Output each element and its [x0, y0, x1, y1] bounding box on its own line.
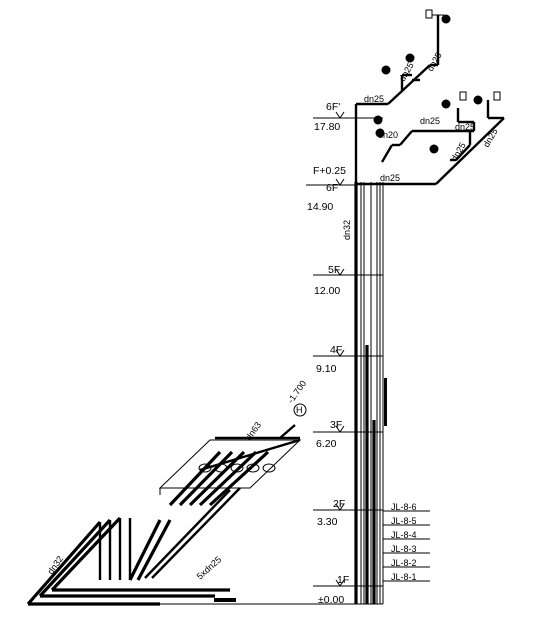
floor-name: 6F' [326, 101, 340, 113]
riser-label: JL-8-5 [391, 516, 417, 526]
pipe-label-dn25: dn25 [425, 51, 444, 73]
tap-icon [425, 9, 433, 19]
floor-elevation: ±0.00 [318, 594, 344, 606]
valve-icon [441, 99, 451, 109]
floor-elevation: 14.90 [307, 201, 333, 213]
pipe-label-dn25: dn25 [455, 122, 475, 132]
top-branch-piping [354, 14, 505, 186]
riser-label: JL-8-3 [391, 544, 417, 554]
pipe-label-dn32: dn32 [342, 220, 352, 240]
pipe-label-dn25: dn25 [380, 173, 400, 183]
tap-icon [459, 91, 467, 101]
pipe-label-dn20: dn20 [378, 130, 398, 140]
floor-elevation: 3.30 [317, 516, 338, 528]
valve-icon [405, 53, 415, 63]
riser-labels: JL-8-6 JL-8-5 JL-8-4 JL-8-3 JL-8-2 JL-8-… [383, 378, 430, 582]
floor-name: 6F [326, 182, 338, 194]
valve-icon [473, 95, 483, 105]
meter-icon [230, 463, 244, 473]
floor-elevation: 12.00 [314, 285, 340, 297]
floor-elevation: 6.20 [316, 438, 337, 450]
riser-label: JL-8-1 [391, 572, 417, 582]
floor-name: 2F [333, 498, 345, 510]
floor-lines [306, 111, 383, 587]
pipe-label-dn25: dn25 [420, 116, 440, 126]
valve-icon [441, 14, 451, 24]
valve-icon [381, 65, 391, 75]
riser-bundle [354, 182, 384, 604]
section-marker-label: H [296, 405, 303, 415]
meter-manifold [158, 424, 302, 507]
meter-icon [246, 463, 260, 473]
riser-annotation-mark [384, 378, 387, 426]
pipe-label-5xdn25: 5xdn25 [195, 554, 224, 581]
pipe-label-dn25: dn25 [481, 127, 500, 149]
riser-label: JL-8-2 [391, 558, 417, 568]
floor-name: 5F [328, 264, 340, 276]
tap-icon [493, 91, 501, 101]
meter-labels: dn63 -1.700 H [243, 378, 308, 442]
pipe-label-dn25: dn25 [364, 94, 384, 104]
meter-icon [214, 463, 228, 473]
section-marker [293, 403, 307, 417]
valve-icon [375, 128, 385, 138]
bottom-supply-piping [26, 487, 383, 606]
riser-label: JL-8-4 [391, 530, 417, 540]
valve-icon [373, 115, 383, 125]
riser-label: JL-8-6 [391, 502, 417, 512]
floor-elevation: 17.80 [314, 121, 340, 133]
elevation-label: -1.700 [285, 378, 308, 405]
floor-name: 4F [330, 344, 342, 356]
floor-extra: F+0.25 [313, 165, 346, 177]
floor-name: 1F [337, 574, 349, 586]
meter-icon [198, 463, 212, 473]
valve-icon [429, 144, 439, 154]
floor-labels: 6F' 17.80 F+0.25 6F 14.90 5F 12.00 4F 9.… [307, 101, 349, 606]
meter-icon [262, 463, 276, 473]
floor-elevation: 9.10 [316, 363, 337, 375]
note-mark [214, 598, 236, 602]
fixture-symbols [373, 9, 501, 154]
floor-name: 3F [330, 419, 342, 431]
